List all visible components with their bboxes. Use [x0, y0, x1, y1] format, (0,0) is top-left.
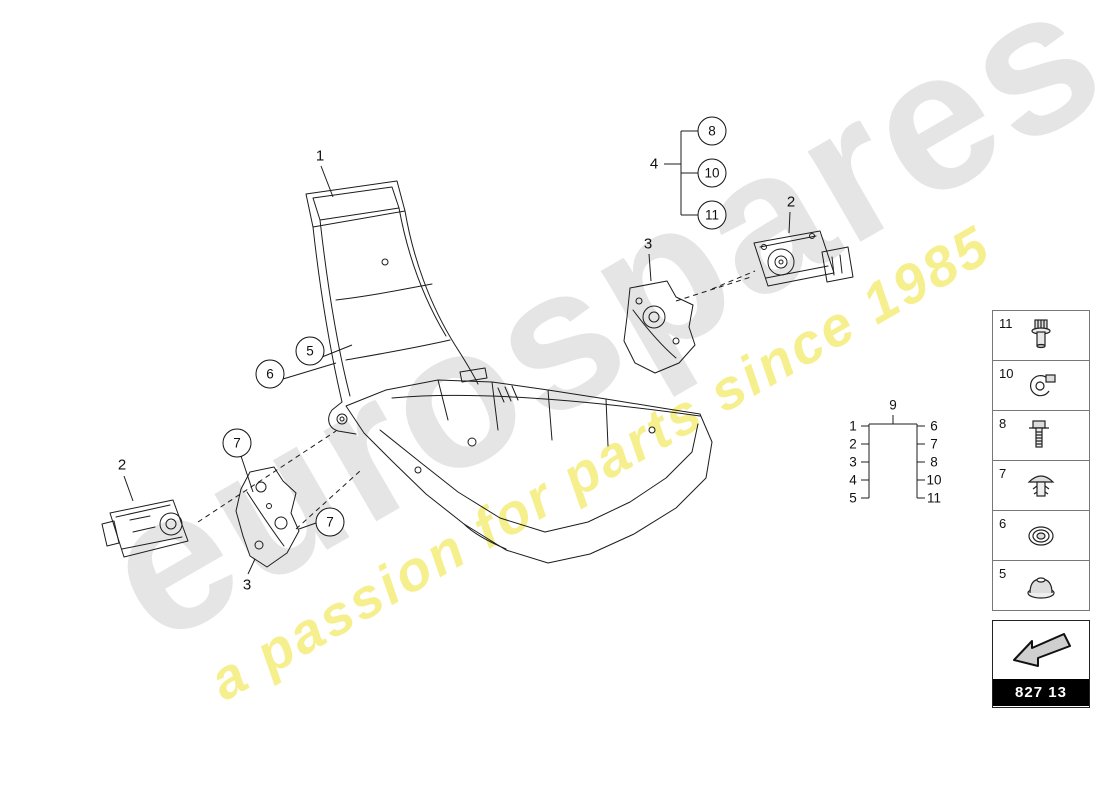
part-code-box[interactable]: 827 13 [992, 620, 1090, 708]
bolt-icon [1029, 419, 1049, 448]
grommet-icon [1028, 525, 1054, 546]
callout-3-left[interactable]: 3 [242, 576, 252, 594]
callout-3-right[interactable]: 3 [643, 235, 653, 253]
index-right-8[interactable]: 8 [930, 454, 938, 470]
arrow-area [993, 621, 1089, 679]
thumbnail-item-11[interactable]: 11 [992, 310, 1090, 361]
callout-11-circle[interactable]: 11 [697, 200, 727, 230]
callout-1[interactable]: 1 [315, 147, 325, 165]
callout-7-bottom-circle[interactable]: 7 [315, 507, 345, 537]
callout-5-circle[interactable]: 5 [295, 336, 325, 366]
thumbnail-number: 7 [999, 466, 1007, 481]
thumbnail-item-6[interactable]: 6 [992, 510, 1090, 561]
part-code-label: 827 13 [993, 679, 1089, 706]
index-left-5[interactable]: 5 [849, 490, 857, 506]
thumbnail-item-10[interactable]: 10 [992, 360, 1090, 411]
flange-buffer-icon [1027, 576, 1055, 599]
thumbnail-item-5[interactable]: 5 [992, 560, 1090, 611]
fastener-thumbnails: 11 10 8 [992, 310, 1090, 611]
index-right-6[interactable]: 6 [930, 418, 938, 434]
index-left-2[interactable]: 2 [849, 436, 857, 452]
index-right-10[interactable]: 10 [926, 472, 942, 488]
thumbnail-item-7[interactable]: 7 [992, 460, 1090, 511]
index-left-1[interactable]: 1 [849, 418, 857, 434]
callout-7-top-circle[interactable]: 7 [222, 428, 252, 458]
part-direction-arrow-icon [1013, 633, 1071, 667]
thumbnail-number: 11 [999, 316, 1013, 331]
index-left-4[interactable]: 4 [849, 472, 857, 488]
callout-2-right[interactable]: 2 [786, 193, 796, 211]
thumbnail-number: 8 [999, 416, 1007, 431]
index-left-3[interactable]: 3 [849, 454, 857, 470]
callout-10-circle[interactable]: 10 [697, 158, 727, 188]
thumbnail-number: 10 [999, 366, 1014, 381]
index-right-11[interactable]: 11 [926, 490, 942, 506]
callout-4[interactable]: 4 [649, 155, 659, 173]
clamp-clip-icon [1029, 373, 1056, 396]
callout-2-left[interactable]: 2 [117, 456, 127, 474]
splined-stud-icon [1031, 318, 1051, 348]
index-right-7[interactable]: 7 [930, 436, 938, 452]
push-rivet-icon [1027, 474, 1055, 497]
thumbnail-number: 6 [999, 516, 1007, 531]
callout-8-circle[interactable]: 8 [697, 116, 727, 146]
callout-6-circle[interactable]: 6 [255, 359, 285, 389]
thumbnail-item-8[interactable]: 8 [992, 410, 1090, 461]
index-top-9[interactable]: 9 [889, 397, 897, 413]
thumbnail-number: 5 [999, 566, 1007, 581]
